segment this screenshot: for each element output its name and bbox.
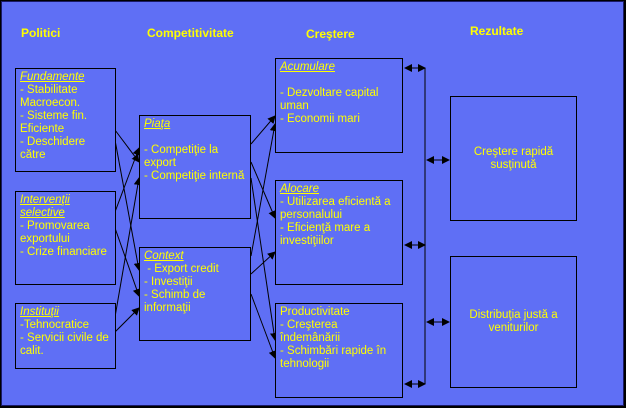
box-acumulare: Acumulare - Dezvoltare capital uman - Ec… bbox=[275, 58, 403, 153]
piata-item: - Competiţie internă bbox=[144, 170, 245, 182]
acumulare-item: - Economii mari bbox=[280, 113, 360, 125]
box-interventii: Intervenţii selective - Promovarea expor… bbox=[15, 191, 116, 285]
interventii-item: - Promovarea exportului bbox=[20, 220, 90, 245]
alocare-item: - Eficienţă mare a investiţiilor bbox=[280, 222, 371, 247]
piata-title: Piaţa bbox=[144, 118, 171, 130]
context-item: - Schimb de informaţii bbox=[144, 289, 206, 314]
institutii-title: Instituţii bbox=[20, 306, 59, 318]
box-fundamente: Fundamente - Stabilitate Macroecon. - Si… bbox=[15, 68, 116, 172]
header-politici: Politici bbox=[21, 26, 61, 40]
distributie-label: Distribuţia justă a veniturilor bbox=[469, 309, 558, 334]
institutii-item: - Servicii civile de calit. bbox=[20, 332, 109, 357]
alocare-title: Alocare bbox=[280, 183, 319, 195]
context-item: - Investiţii bbox=[144, 276, 193, 288]
box-alocare: Alocare - Utilizarea eficientă a persona… bbox=[275, 180, 403, 285]
context-item: - Export credit bbox=[144, 263, 219, 275]
acumulare-item: - Dezvoltare capital uman bbox=[280, 87, 379, 112]
box-crestere-rapida: Creştere rapidă susţinută bbox=[450, 96, 577, 221]
interventii-title: Intervenţii selective bbox=[20, 194, 70, 219]
crestere-rapida-label: Creştere rapidă susţinută bbox=[473, 145, 554, 171]
piata-item: - Competiţie la export bbox=[144, 144, 219, 169]
box-institutii: Instituţii -Tehnocratice - Servicii civi… bbox=[15, 303, 116, 369]
box-productivitate: Productivitate - Creşterea îndemânării -… bbox=[275, 303, 403, 398]
header-competitivitate: Competitivitate bbox=[147, 26, 234, 40]
header-crestere: Creştere bbox=[306, 27, 355, 41]
context-title: Context bbox=[144, 250, 184, 262]
alocare-item: - Utilizarea eficientă a personalului bbox=[280, 196, 391, 221]
box-context: Context - Export credit - Investiţii - S… bbox=[139, 247, 251, 341]
fundamente-item: - Sisteme fin. Eficiente bbox=[20, 110, 88, 135]
acumulare-title: Acumulare bbox=[280, 61, 335, 73]
fundamente-title: Fundamente bbox=[20, 71, 85, 83]
header-rezultate: Rezultate bbox=[470, 24, 524, 38]
box-distributie: Distribuţia justă a veniturilor bbox=[450, 256, 577, 388]
box-piata: Piaţa - Competiţie la export - Competiţi… bbox=[139, 115, 251, 219]
productivitate-title: Productivitate bbox=[280, 306, 350, 318]
productivitate-item: - Creşterea îndemânării bbox=[280, 319, 341, 344]
productivitate-item: - Schimbări rapide în tehnologii bbox=[280, 345, 387, 370]
fundamente-item: - Stabilitate Macroecon. bbox=[20, 84, 81, 109]
institutii-item: -Tehnocratice bbox=[20, 319, 90, 331]
interventii-item: - Crize financiare bbox=[20, 246, 107, 258]
fundamente-item: - Deschidere către bbox=[20, 136, 86, 161]
